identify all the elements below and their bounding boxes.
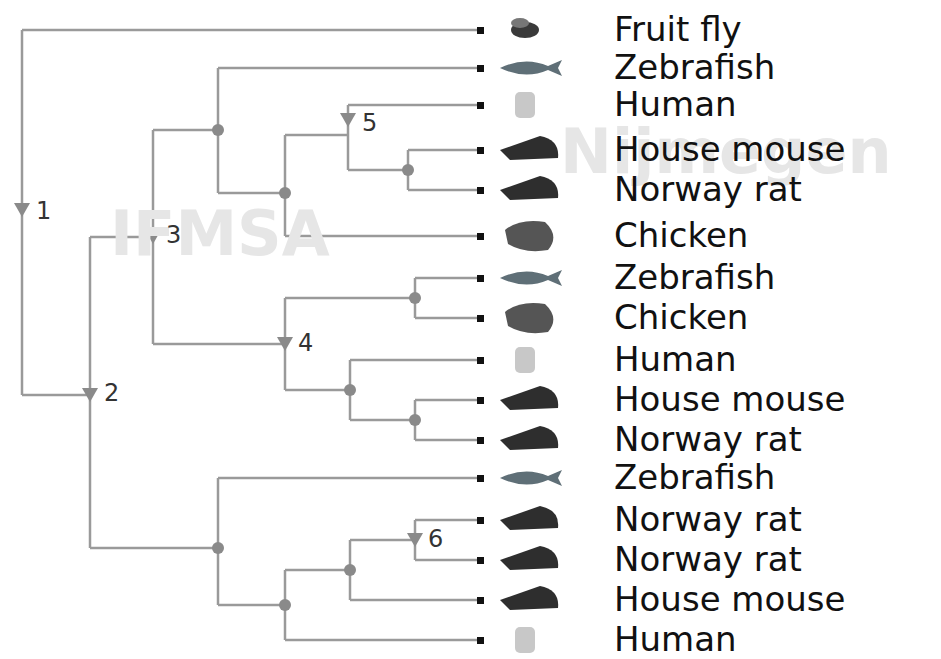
species-label: Norway rat bbox=[614, 171, 802, 208]
species-label: House mouse bbox=[614, 131, 845, 168]
callout-number: 2 bbox=[104, 380, 119, 406]
species-label: Zebrafish bbox=[614, 459, 775, 496]
callout-number: 4 bbox=[298, 330, 313, 356]
species-label: House mouse bbox=[614, 381, 845, 418]
species-label: Fruit fly bbox=[614, 11, 742, 48]
leaf-markers bbox=[477, 27, 484, 644]
species-label: Norway rat bbox=[614, 541, 802, 578]
callout-number: 5 bbox=[362, 110, 377, 136]
species-label: House mouse bbox=[614, 581, 845, 618]
callout-number: 1 bbox=[36, 198, 51, 224]
species-label: Norway rat bbox=[614, 501, 802, 538]
node-dots bbox=[212, 124, 421, 611]
watermark-text: IFMSA bbox=[110, 200, 330, 268]
species-label: Human bbox=[614, 86, 737, 123]
species-label: Chicken bbox=[614, 299, 748, 336]
duplication-triangles bbox=[14, 113, 423, 547]
callout-number: 3 bbox=[166, 222, 181, 248]
species-icons bbox=[500, 18, 562, 653]
species-label: Zebrafish bbox=[614, 49, 775, 86]
species-label: Human bbox=[614, 621, 737, 658]
tree-branches bbox=[22, 30, 480, 640]
species-label: Human bbox=[614, 341, 737, 378]
species-label: Norway rat bbox=[614, 421, 802, 458]
callout-number: 6 bbox=[428, 526, 443, 552]
species-label: Chicken bbox=[614, 217, 748, 254]
species-label: Zebrafish bbox=[614, 259, 775, 296]
